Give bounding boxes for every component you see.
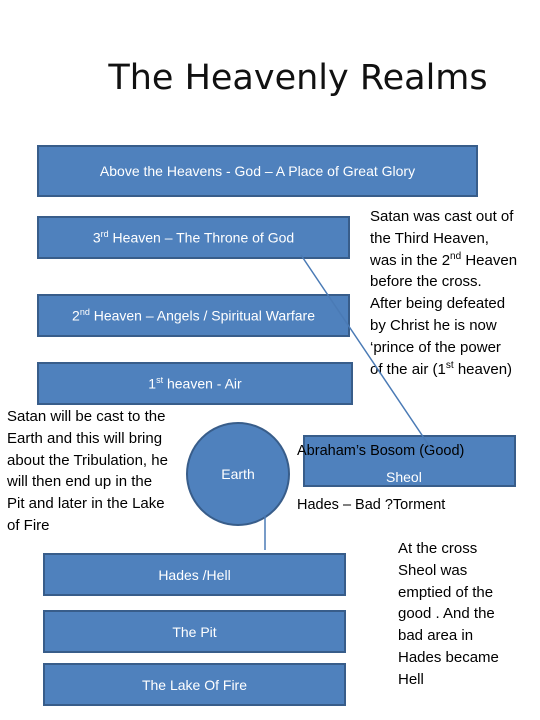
above-heavens-box: Above the Heavens - God – A Place of Gre… (37, 145, 478, 197)
first-heaven-box: 1st heaven - Air (37, 362, 353, 405)
hades-bad-label: Hades – Bad ?Torment (297, 497, 446, 513)
earth-label: Earth (221, 466, 255, 482)
satan-will-be-cast-note: Satan will be cast to the Earth and this… (7, 408, 168, 534)
second-heaven-box: 2nd Heaven – Angels / Spiritual Warfare (37, 294, 350, 337)
lake-of-fire-box: The Lake Of Fire (43, 663, 346, 706)
third-heaven-box: 3rd Heaven – The Throne of God (37, 216, 350, 259)
second-heaven-label: 2nd Heaven – Angels / Spiritual Warfare (72, 307, 315, 324)
first-heaven-label: 1st heaven - Air (148, 375, 242, 392)
at-the-cross-note: At the cross Sheol was emptied of the go… (398, 540, 499, 688)
third-heaven-label: 3rd Heaven – The Throne of God (92, 229, 295, 246)
satan-cast-out-note: Satan was cast out of the Third Heaven, … (370, 208, 518, 378)
lake-of-fire-label: The Lake Of Fire (141, 676, 248, 693)
pit-box: The Pit (43, 610, 346, 653)
sheol-label: Sheol (386, 469, 422, 485)
earth-circle: Earth (186, 422, 290, 526)
hades-hell-box: Hades /Hell (43, 553, 346, 596)
abraham-bosom-label: Abraham’s Bosom (Good) (297, 443, 465, 459)
page-title: The Heavenly Realms (108, 58, 488, 98)
hades-hell-label: Hades /Hell (158, 566, 231, 583)
pit-label: The Pit (172, 623, 217, 640)
above-heavens-label: Above the Heavens - God – A Place of Gre… (99, 163, 416, 179)
